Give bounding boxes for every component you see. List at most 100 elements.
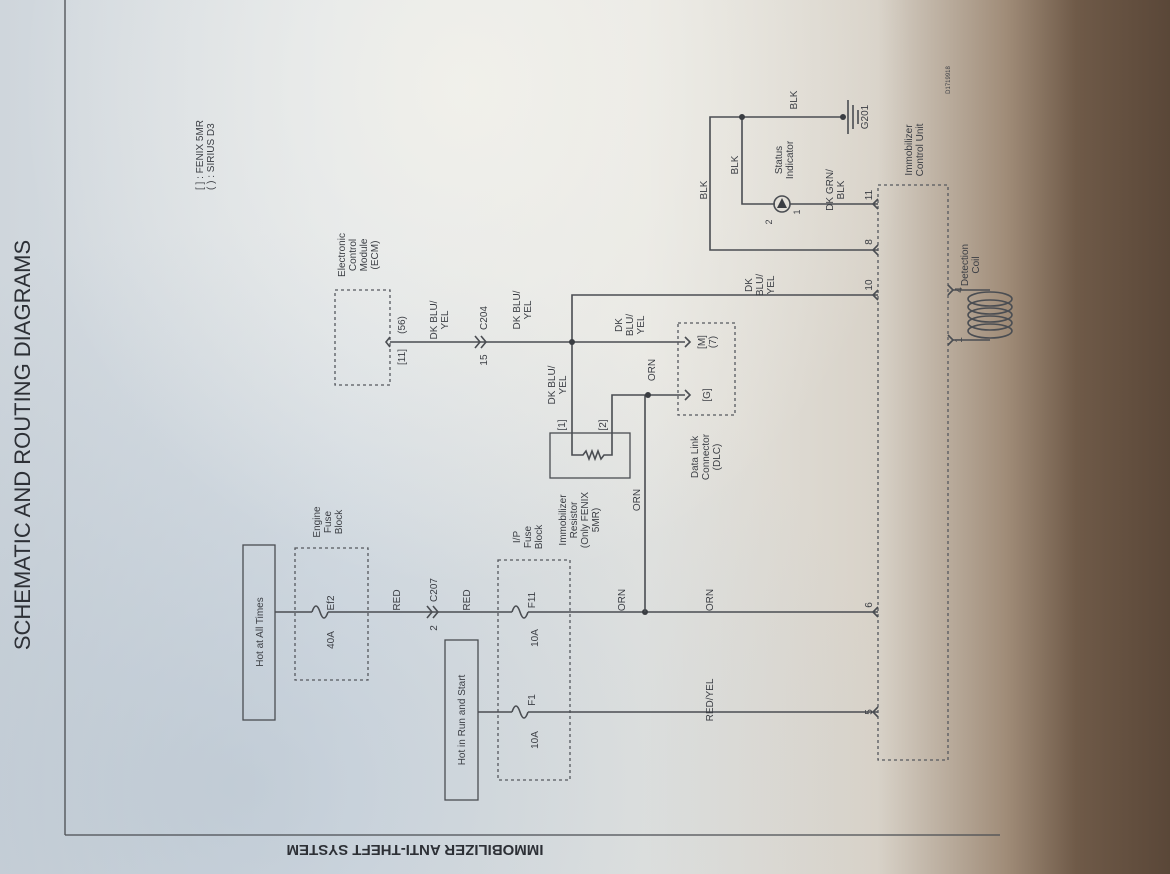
ip-fuse-block-label: Fuse [523, 525, 534, 548]
wire-label: RED [392, 589, 403, 610]
wire-label: DK [744, 278, 755, 292]
ground-icon [847, 100, 859, 134]
wire-label: ORN [632, 489, 643, 511]
fuse-ef2-icon [311, 605, 329, 619]
immobilizer-resistor-box [549, 432, 631, 479]
dlc-pin-icon [684, 336, 692, 401]
hot-in-run-start-box [444, 639, 479, 801]
resistor-label: Immobilizer [558, 494, 569, 546]
ip-fuse-block-box [497, 559, 571, 781]
dlc-pin-m: [M] [697, 335, 708, 349]
ecm-pin: [11] [397, 349, 408, 365]
page-title: SCHEMATIC AND ROUTING DIAGRAMS [10, 240, 35, 650]
control-unit-label: Immobilizer [904, 124, 915, 176]
resistor-pin: [1] [557, 419, 568, 430]
junction-dot [739, 114, 745, 120]
wire-label: ORN [647, 359, 658, 381]
resistor-label: (Only FENIX [580, 492, 591, 548]
wire-label: ORN [705, 589, 716, 611]
wire-label: DK BLU/ [547, 365, 558, 404]
wire-orn-dlc [611, 394, 685, 612]
control-unit-pin-icons [871, 198, 955, 718]
hot-at-all-times-box [242, 544, 276, 721]
dlc-pin-m-alt: (7) [708, 336, 719, 348]
legend-fenix: [ ] : FENIX 5MR [195, 120, 206, 190]
legend-sirius: ( ) : SIRIUS D3 [206, 123, 217, 190]
ip-fuse-block-label: Block [534, 524, 545, 549]
control-unit-pin: 8 [864, 239, 875, 245]
ip-fuse-block-label: I/P [512, 531, 523, 544]
status-indicator-pin: 2 [764, 219, 774, 224]
wire-label: ORN [617, 589, 628, 611]
ecm-label: Module [359, 238, 370, 271]
wire-label: BLK [836, 180, 847, 199]
fuse-f11-label: F11 [527, 591, 538, 608]
control-unit-pin: 10 [864, 279, 875, 291]
page-footer: IMMOBILIZER ANTI-THEFT SYSTEM [287, 841, 544, 858]
engine-fuse-block-label: Block [334, 509, 345, 534]
ecm-label: (ECM) [370, 241, 381, 270]
c207-pin: 2 [429, 625, 440, 631]
wire-dk-blu-yel [390, 294, 878, 435]
resistor-label: Resistor [569, 501, 580, 538]
wire-label: YEL [766, 275, 777, 294]
hot-at-all-times-label: Hot at All Times [255, 597, 266, 666]
c207-connector-icon [426, 605, 440, 619]
dlc-box [677, 322, 736, 416]
status-indicator-led-icon [773, 195, 791, 213]
wire-label: BLU/ [755, 274, 766, 296]
junction-dot [645, 392, 651, 398]
c207-label: C207 [429, 578, 440, 602]
c204-connector-icon [474, 335, 488, 349]
control-unit-label: Control Unit [915, 123, 926, 176]
detection-coil-label: Coil [971, 256, 982, 273]
wire-label: BLK [730, 155, 741, 174]
dlc-label: Data Link [690, 435, 701, 478]
dlc-label: Connector [701, 433, 712, 480]
fuse-f1-rating: 10A [530, 731, 541, 749]
hot-in-run-start-label: Hot in Run and Start [457, 674, 468, 765]
wire-label: YEL [636, 315, 647, 334]
led-triangle-icon [777, 198, 787, 208]
fuse-ef2-rating: 40A [326, 631, 337, 649]
engine-fuse-block-label: Fuse [323, 510, 334, 533]
wire-label: YEL [440, 310, 451, 329]
ecm-pin-alt: (56) [397, 316, 408, 334]
wire-blk [709, 116, 878, 251]
wire-label: BLK [699, 180, 710, 199]
wire-label: DK BLU/ [429, 300, 440, 339]
wire-label: RED [462, 589, 473, 610]
wire-label: DK BLU/ [512, 290, 523, 329]
status-indicator-pin: 1 [792, 209, 802, 214]
status-indicator-label: Indicator [785, 140, 796, 179]
doc-code: D1719918 [946, 65, 952, 93]
dlc-pin-g: [G] [702, 388, 713, 402]
fuse-f11-rating: 10A [530, 629, 541, 647]
fuse-f11-icon [511, 605, 529, 619]
wire-label: BLK [789, 90, 800, 109]
detection-coil-icon [967, 291, 1013, 339]
junction-dot [569, 339, 575, 345]
wire-label: BLU/ [625, 314, 636, 336]
ground-label: G201 [860, 104, 871, 129]
immobilizer-control-unit-box [877, 184, 949, 761]
control-unit-pin: 6 [864, 602, 875, 608]
resistor-pin: [2] [598, 419, 609, 430]
resistor-icon [571, 435, 613, 462]
wire-coil [953, 289, 990, 341]
engine-fuse-block-box [294, 547, 369, 681]
ecm-box [334, 289, 391, 386]
status-indicator-label: Status [774, 146, 785, 174]
dlc-label: (DLC) [712, 444, 723, 471]
junction-dot [840, 114, 846, 120]
ecm-pin-icon [384, 336, 391, 348]
wire-label: RED/YEL [705, 678, 716, 721]
control-unit-pin: 11 [864, 189, 875, 200]
wire-label: DK GRN/ [825, 169, 836, 211]
engine-fuse-block-label: Engine [312, 506, 323, 538]
fuse-ef2-label: Ef2 [326, 595, 337, 610]
ecm-label: Electronic [337, 233, 348, 277]
wire-label: YEL [558, 375, 569, 394]
